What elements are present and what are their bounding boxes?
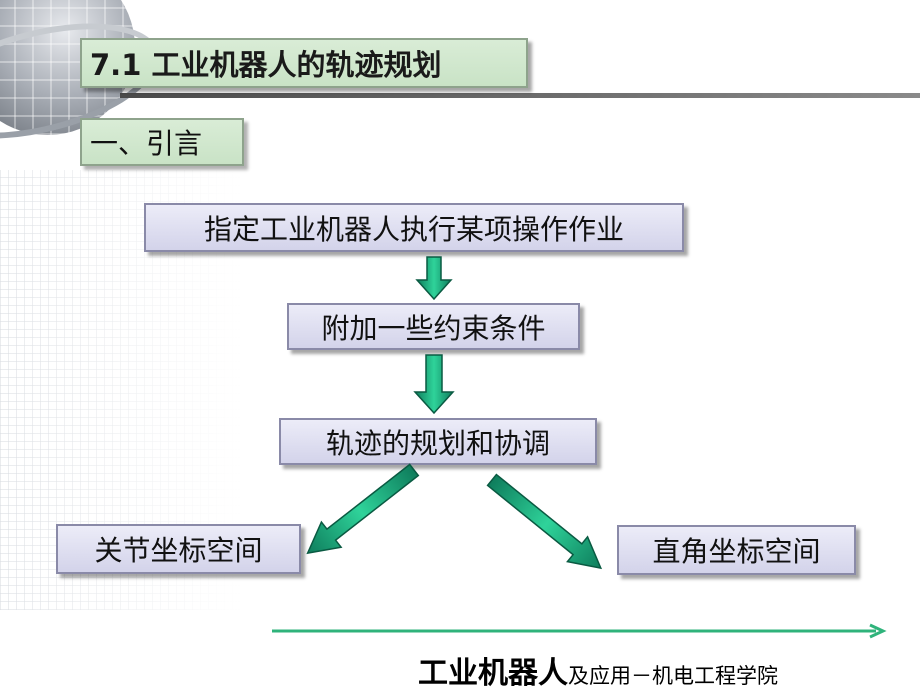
footer-main-text: 工业机器人	[418, 656, 568, 691]
timeline-arrowhead-icon	[869, 623, 887, 639]
flow-right-branch: 直角坐标空间	[617, 525, 856, 575]
down-arrow-2-icon	[413, 354, 455, 415]
flow-left-branch-label: 关节坐标空间	[94, 534, 263, 567]
flow-step-2-label: 附加一些约束条件	[321, 311, 546, 345]
down-arrow-1-icon	[415, 256, 453, 301]
flow-step-3-label: 轨迹的规划和协调	[325, 426, 550, 460]
header-divider	[120, 93, 920, 98]
section-heading-text: 一、引言	[90, 127, 203, 160]
slide-title: 7.1 工业机器人的轨迹规划	[80, 38, 528, 88]
flow-step-1-label: 指定工业机器人执行某项操作作业	[203, 212, 624, 246]
flow-step-3: 轨迹的规划和协调	[279, 418, 597, 465]
diagonal-right-arrow-icon	[486, 473, 603, 570]
footer-sub-text: 及应用－机电工程学院	[568, 664, 778, 688]
slide-title-text: 7.1 工业机器人的轨迹规划	[90, 48, 442, 82]
diagonal-left-arrow-icon	[306, 463, 420, 555]
flow-right-branch-label: 直角坐标空间	[652, 535, 821, 568]
flow-step-2: 附加一些约束条件	[287, 303, 580, 350]
section-heading: 一、引言	[80, 118, 244, 166]
footer-credit: 工业机器人 及应用－机电工程学院	[418, 648, 858, 691]
flow-left-branch: 关节坐标空间	[56, 524, 301, 574]
flow-step-1: 指定工业机器人执行某项操作作业	[144, 203, 684, 252]
